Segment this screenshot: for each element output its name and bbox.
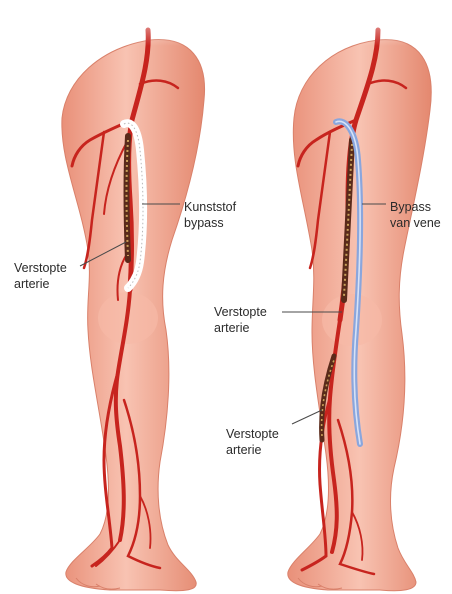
label-right-occluded-upper-line2: arterie <box>214 321 249 335</box>
leader-right-artery-lower <box>292 410 322 424</box>
label-right-occluded-lower-line2: arterie <box>226 443 261 457</box>
label-right-occluded-upper-line1: Verstopte <box>214 305 267 319</box>
label-right-occluded-lower-line1: Verstopte <box>226 427 279 441</box>
top-fade <box>0 0 452 46</box>
label-vein-bypass-line2: van vene <box>390 216 441 230</box>
label-vein-bypass-line1: Bypass <box>390 200 431 214</box>
label-left-occluded-line2: arterie <box>14 277 49 291</box>
left-leg <box>62 30 205 591</box>
label-plastic-bypass-line2: bypass <box>184 216 224 230</box>
label-left-occluded-line1: Verstopte <box>14 261 67 275</box>
label-plastic-bypass-line1: Kunststof <box>184 200 237 214</box>
right-leg <box>288 30 431 591</box>
right-knee <box>322 294 382 346</box>
